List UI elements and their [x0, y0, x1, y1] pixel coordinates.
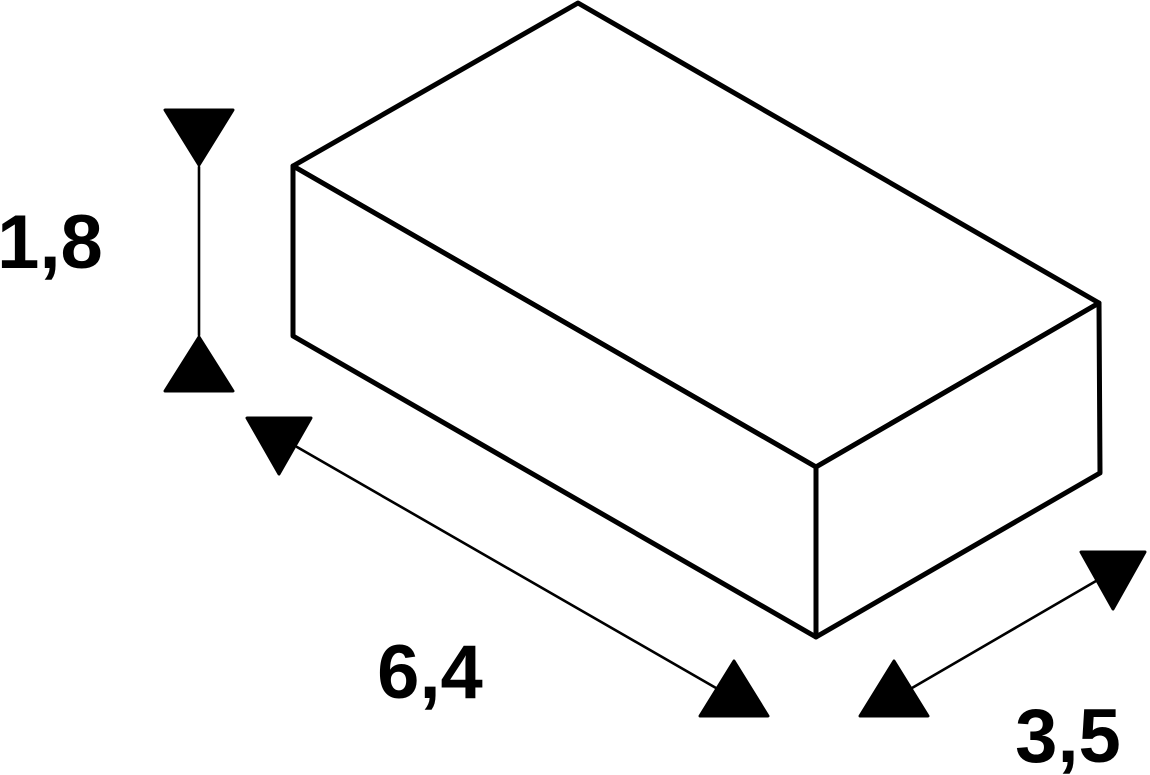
arrow-down-icon [245, 416, 313, 476]
length-dimension-line [295, 445, 718, 690]
box-outline [290, 0, 1103, 640]
arrow-up-icon [698, 659, 770, 718]
arrow-down-icon [163, 108, 235, 167]
height-dimension-label: 1,8 [0, 200, 103, 285]
height-dimension: 1,8 [0, 108, 235, 393]
arrow-up-icon [163, 335, 235, 393]
depth-dimension: 3,5 [858, 550, 1147, 775]
length-dimension: 6,4 [245, 416, 770, 718]
length-dimension-label: 6,4 [377, 630, 483, 715]
arrow-down-icon [1079, 550, 1147, 611]
depth-dimension-label: 3,5 [1015, 694, 1121, 775]
box-side-face [813, 300, 1103, 640]
depth-dimension-line [910, 579, 1098, 690]
arrow-up-icon [858, 659, 930, 718]
